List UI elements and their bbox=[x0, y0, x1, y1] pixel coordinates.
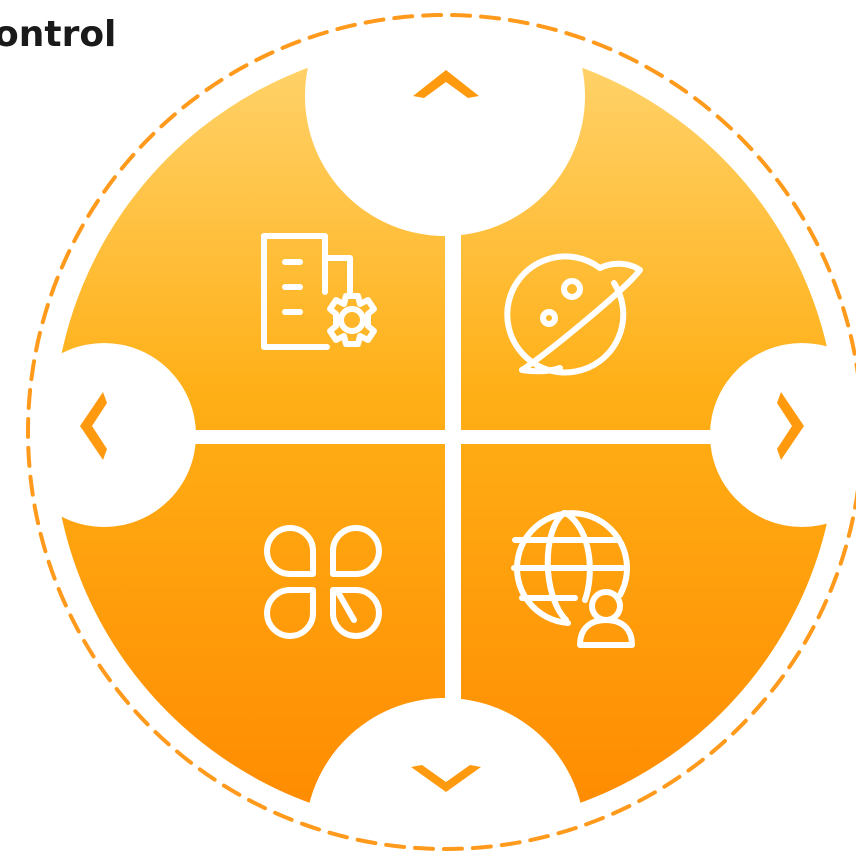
up-arrow-button[interactable] bbox=[413, 54, 479, 114]
globe-user-icon bbox=[511, 510, 635, 648]
page-title: ontrol bbox=[0, 14, 117, 55]
planet-icon bbox=[504, 253, 643, 376]
segment-top-right[interactable] bbox=[468, 170, 716, 425]
left-arrow-icon bbox=[80, 392, 107, 460]
down-arrow-icon bbox=[411, 765, 481, 792]
right-arrow-icon bbox=[777, 392, 804, 460]
wheel-quadrants bbox=[53, 43, 837, 827]
building-gear-icon bbox=[261, 233, 377, 350]
segment-top-left[interactable] bbox=[190, 170, 438, 425]
dashed-ring bbox=[26, 13, 856, 851]
left-arrow-button[interactable] bbox=[65, 392, 125, 460]
right-arrow-button[interactable] bbox=[760, 392, 820, 460]
up-arrow-icon bbox=[413, 70, 479, 98]
clover-dashboard-icon bbox=[264, 525, 382, 639]
down-arrow-button[interactable] bbox=[411, 746, 481, 806]
